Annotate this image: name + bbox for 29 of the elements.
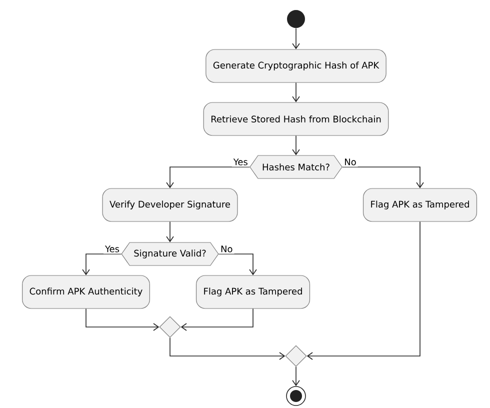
edge-label: Yes bbox=[103, 244, 121, 254]
action-box: Flag APK as Tampered bbox=[362, 188, 478, 222]
arrow bbox=[180, 308, 254, 331]
edge-label: No bbox=[219, 244, 234, 254]
arrow bbox=[292, 366, 300, 386]
action-box: Verify Developer Signature bbox=[102, 188, 238, 222]
arrow bbox=[342, 166, 424, 188]
arrow bbox=[166, 166, 250, 188]
arrow bbox=[166, 221, 174, 242]
arrow bbox=[218, 254, 257, 276]
action-box: Generate Cryptographic Hash of APK bbox=[206, 49, 386, 83]
arrow bbox=[306, 221, 420, 360]
decision-hexagon: Hashes Match? bbox=[250, 155, 342, 179]
action-box: Confirm APK Authenticity bbox=[22, 275, 150, 309]
start-node bbox=[287, 10, 305, 28]
arrow bbox=[292, 135, 300, 156]
edge-label: Yes bbox=[232, 157, 250, 167]
arrow bbox=[82, 254, 122, 276]
arrow bbox=[86, 308, 160, 331]
merge-diamond bbox=[285, 345, 307, 367]
arrow bbox=[292, 82, 300, 102]
edge-label: No bbox=[342, 157, 358, 167]
arrow bbox=[170, 337, 286, 360]
merge-diamond bbox=[159, 316, 181, 338]
action-box: Retrieve Stored Hash from Blockchain bbox=[203, 102, 389, 136]
decision-hexagon: Signature Valid? bbox=[121, 242, 219, 266]
arrow bbox=[292, 28, 300, 50]
end-node bbox=[286, 386, 306, 406]
action-box: Flag APK as Tampered bbox=[196, 275, 310, 309]
